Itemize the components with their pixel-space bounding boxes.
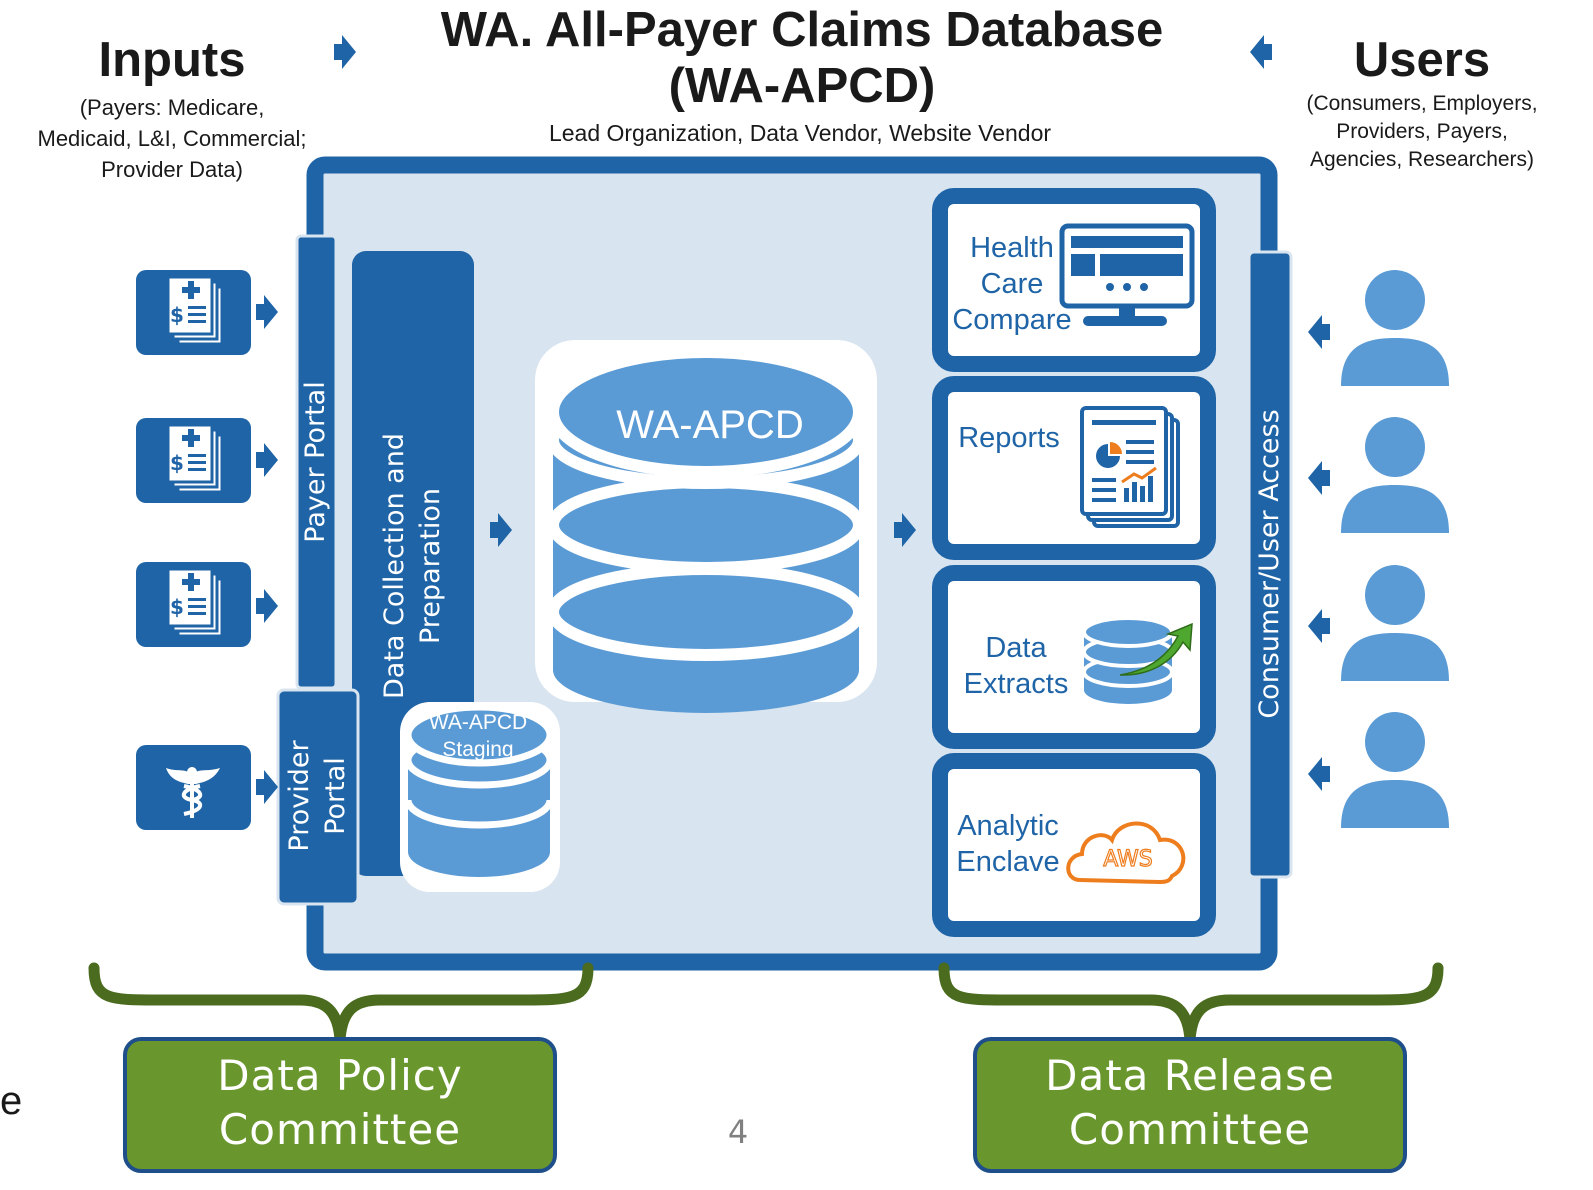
consumer-access-label: Consumer/User Access	[1254, 409, 1285, 719]
compare-line-2: Care	[980, 268, 1044, 300]
data-extracts-label: Data Extracts	[950, 630, 1082, 702]
main-database	[535, 340, 877, 713]
staging-database	[400, 702, 560, 892]
provider-portal-line-2: Portal	[320, 757, 351, 835]
staging-line-1: WA-APCD	[428, 711, 528, 734]
input-arrow-3	[256, 589, 278, 623]
inputs-desc-line-3: Provider Data)	[101, 157, 243, 182]
user-arrow-2	[1308, 461, 1330, 495]
input-arrow-4	[256, 770, 278, 804]
staging-line-2: Staging	[442, 738, 514, 761]
diagram-subtitle: Lead Organization, Data Vendor, Website …	[548, 120, 1052, 146]
person-icon	[1341, 565, 1449, 681]
data-collection-line-1: Data Collection and	[379, 433, 410, 699]
user-arrow-3	[1308, 609, 1330, 643]
provider-portal-bar	[276, 688, 360, 906]
enclave-line-2: Enclave	[956, 846, 1060, 878]
compare-line-3: Compare	[952, 304, 1072, 336]
main-database-label: WA-APCD	[616, 403, 804, 447]
policy-brace	[88, 962, 594, 1041]
data-policy-committee-label: Data Policy Committee	[125, 1049, 555, 1157]
users-description: (Consumers, Employers, Providers, Payers…	[1280, 90, 1564, 174]
enclave-line-1: Analytic	[957, 810, 1059, 842]
release-line-1: Data Release	[1045, 1051, 1335, 1100]
enclave-panel	[932, 753, 1216, 937]
compare-line-1: Health	[970, 232, 1054, 264]
person-icon	[1341, 417, 1449, 533]
policy-line-2: Committee	[218, 1105, 462, 1154]
staging-database-label: WA-APCD Staging	[410, 709, 546, 763]
database-export-icon	[1082, 616, 1193, 704]
inputs-desc-line-2: Medicaid, L&I, Commercial;	[37, 126, 307, 151]
inputs-heading: Inputs	[98, 33, 246, 87]
data-policy-committee-box	[123, 1037, 557, 1173]
person-icon	[1341, 270, 1449, 386]
input-arrow-2	[256, 443, 278, 477]
extracts-line-1: Data	[985, 632, 1047, 664]
release-brace	[938, 962, 1444, 1041]
aws-cloud-icon: AWS	[1066, 821, 1186, 885]
consumer-access-bar	[1247, 250, 1293, 879]
title-line-2: (WA-APCD)	[668, 59, 936, 113]
page-number: 4	[727, 1113, 749, 1151]
provider-portal-line-1: Provider	[284, 740, 315, 852]
person-icon	[1341, 712, 1449, 828]
payer-portal-label: Payer Portal	[300, 381, 331, 543]
report-icon	[1080, 406, 1180, 528]
inputs-desc-line-1: (Payers: Medicare,	[79, 95, 265, 120]
policy-line-1: Data Policy	[217, 1051, 463, 1100]
payer-portal-bar	[295, 234, 338, 690]
data-release-committee-label: Data Release Committee	[975, 1049, 1405, 1157]
release-line-2: Committee	[1068, 1105, 1312, 1154]
health-care-compare-label: Health Care Compare	[946, 230, 1078, 338]
extracts-line-2: Extracts	[963, 668, 1069, 700]
input-icon-2	[136, 418, 251, 503]
title-line-1: WA. All-Payer Claims Database	[440, 3, 1164, 57]
aws-logo-text: AWS	[1103, 847, 1153, 872]
monitor-icon	[1059, 223, 1195, 326]
diagram-title: WA. All-Payer Claims Database (WA-APCD)	[380, 2, 1224, 114]
provider-portal-label: Provider Portal	[282, 696, 354, 896]
users-desc-line-2: Providers, Payers,	[1336, 120, 1508, 143]
users-to-title-arrow	[1250, 35, 1272, 69]
users-desc-line-1: (Consumers, Employers,	[1306, 92, 1538, 115]
user-arrow-4	[1308, 757, 1330, 791]
inputs-description: (Payers: Medicare, Medicaid, L&I, Commer…	[2, 92, 342, 185]
input-arrow-1	[256, 295, 278, 329]
user-arrow-1	[1308, 315, 1330, 349]
input-icon-3	[136, 562, 251, 647]
analytic-enclave-label: Analytic Enclave	[946, 808, 1070, 880]
input-icon-1	[136, 270, 251, 355]
users-heading: Users	[1353, 33, 1491, 87]
caduceus-icon	[136, 745, 251, 830]
data-release-committee-box	[973, 1037, 1407, 1173]
reports-label: Reports	[958, 422, 1060, 454]
edge-text-fragment: e	[0, 1079, 23, 1123]
users-desc-line-3: Agencies, Researchers)	[1309, 148, 1535, 171]
inputs-to-title-arrow	[334, 35, 356, 69]
